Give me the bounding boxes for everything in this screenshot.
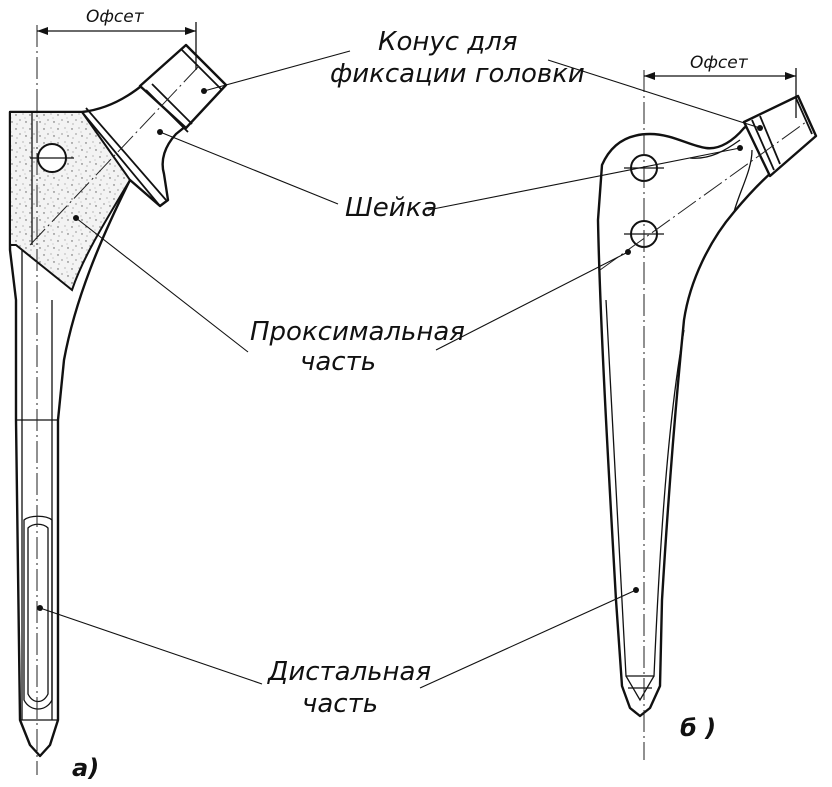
neck-b-axis [599, 121, 807, 271]
cone-a-tip [181, 49, 223, 91]
leader-dot-distal-a [37, 605, 43, 611]
cone-b [742, 94, 818, 178]
leader-dot-distal-b [633, 587, 639, 593]
cone-a-ring-2 [151, 83, 193, 125]
distal-label-line2: часть [302, 689, 378, 719]
cone-label-line2: фиксации головки [330, 59, 585, 89]
leader-proximal-a [75, 217, 249, 353]
stem-b-tip-chevron [625, 675, 655, 702]
offset-b-arrow-right [785, 72, 796, 80]
leader-dot-cone-b [757, 125, 763, 131]
cone-b-tip [795, 97, 813, 135]
leader-cone-b [547, 59, 761, 129]
leader-neck-b [427, 147, 741, 211]
stem-a [8, 22, 228, 775]
cone-label-line1: Конус для [378, 27, 518, 57]
leader-dot-neck-a [157, 129, 163, 135]
leader-dot-neck-b [737, 145, 743, 151]
cone-b-ring-1 [751, 119, 775, 171]
leader-dot-proximal-a [73, 215, 79, 221]
leader-neck-a [159, 131, 339, 205]
stem-b-outline [596, 120, 780, 718]
offset-a-arrow-right [185, 27, 196, 35]
leader-cone-a [203, 50, 351, 92]
offset-a-label: Офсет [86, 7, 145, 27]
offset-b-arrow-left [644, 72, 655, 80]
leader-dot-proximal-b [625, 249, 631, 255]
neck-b-contour-2 [733, 149, 753, 213]
leader-distal-a [39, 607, 263, 685]
cone-b-ring-2 [759, 115, 781, 165]
distal-label-line1: Дистальная [267, 657, 431, 687]
neck-label: Шейка [345, 193, 437, 223]
figure-b-label: б ) [680, 714, 716, 742]
figure-a-label: а) [72, 754, 99, 782]
leader-proximal-b [435, 251, 629, 351]
proximal-label-line2: часть [300, 347, 376, 377]
leader-lines [37, 50, 763, 689]
labels: Офсет Офсет Конус для фиксации головки Ш… [72, 7, 749, 782]
proximal-label-line1: Проксимальная [250, 317, 465, 347]
neck-b-contour [689, 139, 741, 159]
offset-b-label: Офсет [690, 53, 749, 73]
offset-a-arrow-left [37, 27, 48, 35]
cone-a-ring-1 [145, 89, 189, 133]
distal-flute-outer [23, 515, 53, 710]
leader-distal-b [419, 589, 637, 689]
neck-a-axis [29, 64, 201, 246]
leader-dot-cone-a [201, 88, 207, 94]
stem-b [596, 68, 818, 760]
collar-line-b [85, 107, 167, 201]
collar-line-a [81, 111, 161, 207]
distal-flute-inner [27, 523, 49, 703]
